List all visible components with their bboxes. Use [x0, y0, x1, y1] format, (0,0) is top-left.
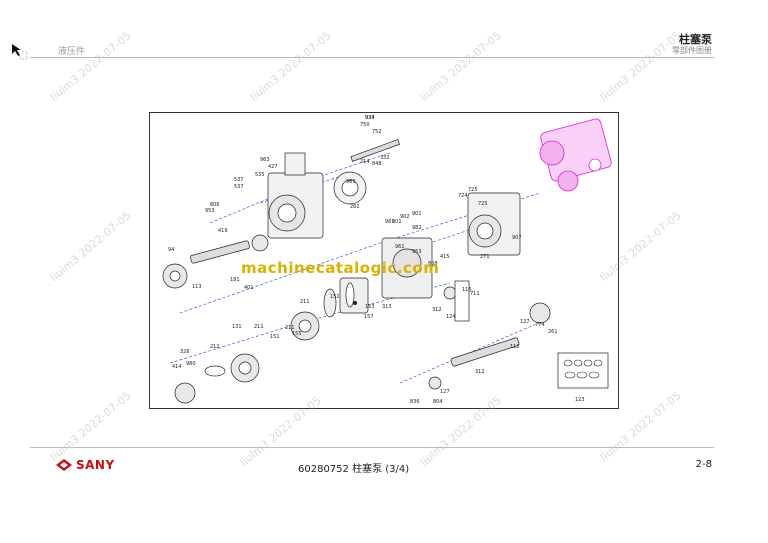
part-number-label: 806: [210, 202, 220, 208]
part-number-label: 953: [412, 249, 422, 255]
part-number-label: 181: [230, 277, 240, 283]
part-number-label: 836: [410, 399, 420, 405]
footer-divider: [30, 447, 714, 448]
part-number-label: 157: [364, 314, 374, 320]
watermark-text: liulm3 2022-07-05: [247, 28, 334, 105]
part-number-label: 326: [180, 349, 190, 355]
part-number-label: 953: [205, 208, 215, 214]
part-number-label: 804: [433, 399, 443, 405]
watermark-text: liulm3 2022-07-05: [597, 28, 684, 105]
part-number-label: 969: [346, 179, 356, 185]
watermark-text: liulm3 2022-07-05: [47, 208, 134, 285]
part-number-label: 113: [192, 284, 202, 290]
part-number-label: 261: [350, 204, 360, 210]
part-number-label: 725: [468, 187, 478, 193]
part-number-label: 774: [535, 322, 545, 328]
part-number-label: 752: [372, 129, 382, 135]
part-number-label: 414: [172, 364, 182, 370]
part-number-label: 151: [270, 334, 280, 340]
watermark-text: liulm3 2022-07-05: [47, 28, 134, 105]
part-number-label: 537: [234, 177, 244, 183]
brand-logo: SANY: [56, 458, 115, 472]
part-number-label: 312: [432, 307, 442, 313]
part-number-label: 427: [268, 164, 278, 170]
site-watermark: machinecatalogic.com: [241, 259, 440, 277]
part-number-label: 907: [512, 235, 522, 241]
part-number-label: 211: [254, 324, 264, 330]
part-number-label: 111: [510, 344, 520, 350]
page-number: 2-8: [695, 459, 712, 470]
part-number-label: 211: [285, 325, 295, 331]
part-number-label: 981: [385, 219, 395, 225]
part-number-label: 123: [575, 397, 585, 403]
document-reference: 60280752 柱塞泵 (3/4): [298, 464, 410, 475]
crop-mark-icon: [10, 42, 30, 66]
part-number-label: 127: [520, 319, 530, 325]
part-number-label: 401: [244, 285, 254, 291]
part-number-label: 848: [372, 161, 382, 167]
part-number-label: 537: [234, 184, 244, 190]
part-number-label: 151: [330, 294, 340, 300]
part-number-label: 750: [360, 122, 370, 128]
part-number-label: 313: [382, 304, 392, 310]
part-number-label: 131: [232, 324, 242, 330]
part-number-label: 961: [395, 244, 405, 250]
part-number-label: 155: [292, 331, 302, 337]
part-number-label: 725: [478, 201, 488, 207]
part-number-label: 261: [548, 329, 558, 335]
part-number-label: 902: [400, 214, 410, 220]
part-number-label: 332: [380, 155, 390, 161]
part-number-label: 934: [365, 115, 375, 121]
part-number-label: 980: [186, 361, 196, 367]
part-number-label: 535: [255, 172, 265, 178]
part-number-label: 124: [446, 314, 456, 320]
watermark-text: liulm3 2022-07-05: [417, 28, 504, 105]
part-number-label: 94: [168, 247, 174, 253]
part-number-label: 724: [458, 193, 468, 199]
watermark-text: liulm3 2022-07-05: [47, 388, 134, 465]
part-number-label: 901: [412, 211, 422, 217]
part-number-label: 927: [365, 115, 375, 121]
header-divider: [30, 57, 714, 58]
part-number-label: 419: [218, 228, 228, 234]
part-number-label: 415: [440, 254, 450, 260]
brand-name: SANY: [76, 458, 115, 472]
page-subtitle: 零部件图册: [672, 46, 712, 55]
part-number-label: 711: [470, 291, 480, 297]
part-number-label: 801: [392, 219, 402, 225]
part-number-label: 963: [260, 157, 270, 163]
part-number-label: 808: [428, 261, 438, 267]
part-number-label: 312: [475, 369, 485, 375]
part-number-label: 271: [480, 254, 490, 260]
part-number-label: 212: [210, 344, 220, 350]
part-number-label: 116: [462, 287, 472, 293]
section-label: 液压件: [58, 47, 86, 57]
page-title: 柱塞泵: [679, 33, 712, 46]
part-number-label: 214: [360, 159, 370, 165]
part-number-label: 153: [365, 304, 375, 310]
part-number-label: 982: [412, 225, 422, 231]
part-number-label: 127: [440, 389, 450, 395]
sany-logo-icon: [56, 459, 72, 471]
part-number-label: 211: [300, 299, 310, 305]
